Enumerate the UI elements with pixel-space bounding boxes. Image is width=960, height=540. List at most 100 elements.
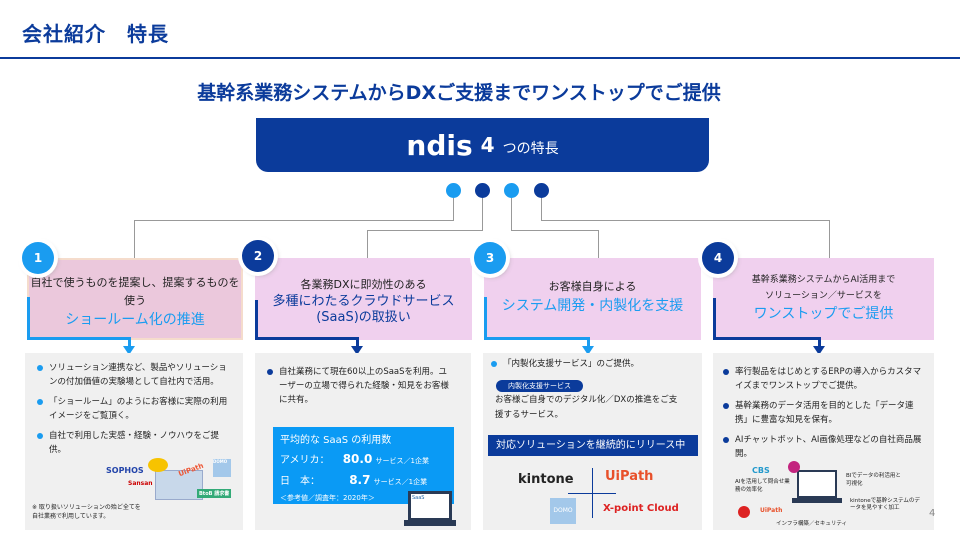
bullet: ソリューション連携など、製品やソリューションの付加価値の実験場として自社内で活用… — [35, 361, 233, 389]
diagram-label-kintone: kintoneで基幹システムのデータを見やすく加工 — [850, 498, 920, 511]
box-icon — [155, 470, 203, 500]
feature-1-highlight: ショールーム化の推進 — [65, 312, 205, 328]
bracket-line — [484, 297, 487, 340]
feature-2-text: 各業務DXに即効性のある — [300, 278, 427, 291]
feature-4-text: ソリューション／サービスを — [765, 291, 882, 301]
bracket-line — [587, 337, 590, 347]
laptop-icon — [797, 470, 837, 498]
feature-1-body: ソリューション連携など、製品やソリューションの付加価値の実験場として自社内で活用… — [25, 353, 243, 530]
xpoint-logo: X-point Cloud — [603, 503, 679, 514]
connector — [541, 198, 542, 220]
connector — [453, 198, 454, 220]
bracket-line — [713, 337, 821, 340]
connector — [367, 230, 483, 231]
release-bar: 対応ソリューションを継続的にリリース中 — [488, 435, 698, 456]
connector — [598, 230, 599, 258]
sophos-logo: SOPHOS — [106, 466, 144, 475]
redhat-icon — [738, 506, 750, 518]
bracket-line — [27, 297, 30, 340]
banner-number: 4 — [480, 133, 495, 157]
arrow-down-icon — [123, 346, 135, 355]
bullet: 「ショールーム」のようにお客様に実際の利用イメージをご覧頂く。 — [35, 395, 233, 423]
stats-title: 平均的な SaaS の利用数 — [280, 435, 392, 446]
laptop-base — [792, 498, 842, 503]
bracket-line — [255, 300, 258, 340]
stats-label: 日 本： — [280, 476, 320, 487]
service-desc: お客様ご自身でのデジタル化／DXの推進をご支援するサービス。 — [495, 395, 678, 420]
stats-row-usa: アメリカ： 80.0 サービス／1企業 — [280, 450, 447, 471]
feature-4-highlight: ワンストップでご提供 — [753, 306, 894, 322]
bullet: 率行製品をはじめとするERPの導入からカスタマイズまでワンストップでご提供。 — [721, 365, 924, 393]
header-divider — [0, 57, 960, 59]
stats-note: ＜参考値／調査年：2020年＞ — [280, 494, 375, 502]
stats-unit: サービス／1企業 — [373, 478, 428, 486]
connector — [482, 198, 483, 230]
feature-4-header: 基幹系業務システムからAI活用まで ソリューション／サービスを ワンストップでご… — [713, 258, 934, 340]
bullet: 自社で利用した実感・経験・ノウハウをご提供。 — [35, 429, 233, 457]
feature-2-highlight: 多種にわたるクラウドサービス(SaaS)の取扱い — [272, 294, 455, 325]
ndis-banner: ndis 4 つの特長 — [256, 118, 709, 172]
connector — [511, 198, 512, 230]
bracket-line — [27, 337, 131, 340]
dot-3 — [504, 183, 519, 198]
uipath-logo: UiPath — [760, 507, 783, 514]
laptop-base — [404, 520, 456, 526]
bracket-line — [713, 298, 716, 340]
laptop-cloud-icon: SaaS — [408, 491, 452, 521]
feature-4-text: 基幹系業務システムからAI活用まで — [751, 275, 896, 285]
sansan-logo: Sansan — [128, 480, 153, 487]
connector — [134, 220, 454, 221]
dot-4 — [534, 183, 549, 198]
bracket-line — [255, 337, 359, 340]
connector — [541, 220, 830, 221]
connector — [829, 220, 830, 258]
arrow-down-icon — [813, 346, 825, 355]
connector — [367, 230, 368, 258]
service-tag: 内製化支援サービス — [496, 380, 583, 392]
bracket-line — [356, 337, 359, 347]
connector — [134, 220, 135, 258]
feature-3-text: お客様自身による — [548, 280, 637, 293]
diagram-label-ai: AIを活用して問合せ業務の効率化 — [735, 479, 790, 493]
bracket-line — [818, 337, 821, 347]
saas-icon-label: SaaS — [412, 495, 425, 501]
diagram-label-infra: インフラ構築／セキュリティ — [776, 521, 848, 527]
feature-1-badge: 1 — [22, 242, 54, 274]
page-subtitle: 基幹系業務システムからDXご支援までワンストップでご提供 — [197, 82, 721, 104]
feature-1-text: 自社で使うものを提案し、提案するものを使う — [30, 276, 240, 307]
feature-1-note: ※ 取り扱いソリューションの殆ど全てを自社業務で利用しています。 — [32, 504, 141, 520]
cbs-logo: CBS — [752, 466, 770, 475]
kintone-bird-icon — [148, 458, 168, 472]
connector — [511, 230, 599, 231]
stats-value: 80.0 — [342, 452, 373, 466]
dot-1 — [446, 183, 461, 198]
feature-2-header: 各業務DXに即効性のある 多種にわたるクラウドサービス(SaaS)の取扱い — [255, 258, 472, 340]
feature-1-header: 自社で使うものを提案し、提案するものを使う ショールーム化の推進 — [27, 258, 243, 340]
bullet: 自社業務にて現在60以上のSaaSを利用。ユーザーの立場で得られた経験・知見をお… — [265, 365, 450, 407]
stats-unit: サービス／1企業 — [375, 457, 429, 465]
bullet: 基幹業務のデータ活用を目的とした「データ連携」に豊富な知見を保有。 — [721, 399, 924, 427]
stats-label: アメリカ： — [280, 455, 330, 466]
stats-row-japan: 日 本： 8.7 サービス／1企業 — [280, 471, 447, 492]
divider-line — [568, 493, 616, 494]
uipath-logo: UiPath — [605, 469, 654, 484]
feature-4-badge: 4 — [702, 242, 734, 274]
domo-logo: DOMO — [550, 498, 576, 524]
bracket-line — [128, 337, 131, 347]
btob-logo: BtoB 請求書 — [197, 489, 232, 498]
bullet: AIチャットボット、AI画像処理などの自社商品展開。 — [721, 433, 924, 461]
arrow-down-icon — [351, 346, 363, 355]
dot-2 — [475, 183, 490, 198]
feature-2-badge: 2 — [242, 240, 274, 272]
diagram-label-bi: BIでデータの利活用と可視化 — [846, 473, 901, 487]
domo-logo: DOMO — [213, 459, 231, 477]
banner-text: つの特長 — [502, 141, 559, 157]
page-header-title: 会社紹介 特長 — [22, 22, 169, 46]
arrow-down-icon — [582, 346, 594, 355]
bullet: 「内製化支援サービス」のご提供。 — [489, 357, 696, 371]
feature-3-badge: 3 — [474, 242, 506, 274]
ndis-logo: ndis — [406, 128, 473, 162]
stats-value: 8.7 — [349, 473, 371, 487]
bracket-line — [484, 337, 590, 340]
feature-3-highlight: システム開発・内製化を支援 — [501, 298, 684, 314]
